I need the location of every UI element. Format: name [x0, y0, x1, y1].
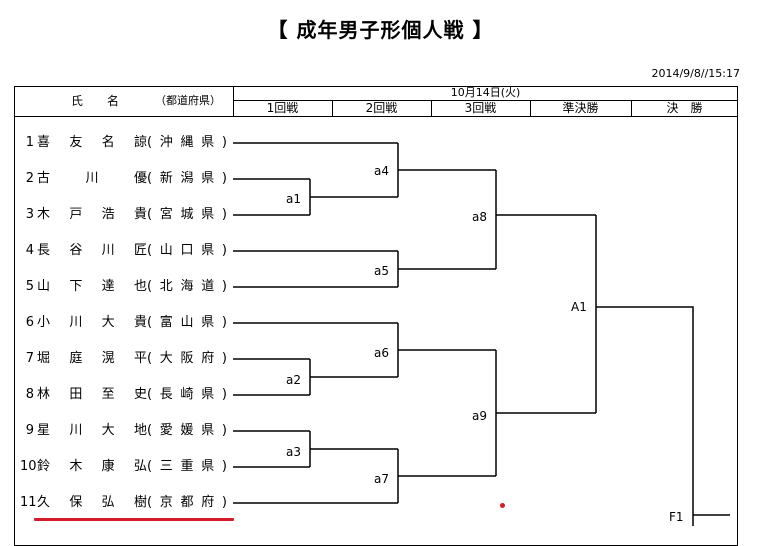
round-header-final: 決 勝: [666, 101, 703, 115]
match-label-a6: a6: [374, 346, 389, 360]
round-header-1: 1回戦: [266, 101, 299, 115]
player-number: 3: [25, 207, 34, 222]
match-label-a1: a1: [286, 192, 301, 206]
match-label-a8: a8: [472, 210, 487, 224]
player-prefecture: (愛媛県): [147, 423, 227, 438]
round-divider-2: [431, 100, 432, 116]
player-name: 星川大地: [37, 423, 147, 438]
player-prefecture: (新潟県): [147, 171, 227, 186]
player-name: 喜友名諒: [37, 135, 147, 150]
match-label-a7: a7: [374, 472, 389, 486]
bracket-lines: [233, 142, 730, 526]
match-A1-out: [596, 306, 694, 526]
player-name: 山下達也: [37, 279, 147, 294]
round-divider-4: [631, 100, 632, 116]
player-row: 10鈴木康弘(三重県): [20, 458, 230, 476]
highlight-underline: [34, 518, 234, 521]
match-label-a2: a2: [286, 373, 301, 387]
match-label-F1: F1: [669, 510, 684, 524]
player-number: 4: [25, 243, 34, 258]
page-title: 【 成年男子形個人戦 】: [267, 18, 494, 42]
round-divider-1: [332, 100, 333, 116]
player-name: 小川大貴: [37, 315, 147, 330]
player-name: 長谷川匠: [37, 243, 147, 258]
player-name: 木戸浩貴: [37, 207, 147, 222]
match-label-a5: a5: [374, 264, 389, 278]
highlight-dot: [500, 503, 505, 508]
match-label-a3: a3: [286, 445, 301, 459]
player-prefecture: (長崎県): [147, 387, 227, 402]
player-prefecture: (大阪府): [147, 351, 227, 366]
player-prefecture: (山口県): [147, 243, 227, 258]
header-divider: [14, 116, 738, 117]
player-prefecture: (三重県): [147, 459, 227, 474]
player-prefecture: (富山県): [147, 315, 227, 330]
round-divider-3: [530, 100, 531, 116]
player-name: 鈴木康弘: [37, 459, 147, 474]
player-number: 1: [25, 135, 34, 150]
player-number: 2: [25, 171, 34, 186]
player-name: 堀庭滉平: [37, 351, 147, 366]
player-number: 5: [25, 279, 34, 294]
player-prefecture: (京都府): [147, 495, 227, 510]
date-divider: [233, 100, 738, 101]
prefecture-column-header: （都道府県）: [155, 94, 221, 107]
name-column-header: 氏 名: [70, 94, 119, 108]
player-number: 7: [25, 351, 34, 366]
player-prefecture: (沖縄県): [147, 135, 227, 150]
match-label-a9: a9: [472, 409, 487, 423]
player-name: 古川優: [37, 171, 147, 186]
player-number: 9: [25, 423, 34, 438]
player-prefecture: (宮城県): [147, 207, 227, 222]
match-label-A1: A1: [571, 300, 587, 314]
player-number: 10: [20, 459, 37, 474]
player-name: 林田至史: [37, 387, 147, 402]
match-label-a4: a4: [374, 164, 389, 178]
round-header-semifinal: 準決勝: [562, 101, 599, 115]
player-prefecture: (北海道): [147, 279, 227, 294]
player-number: 6: [25, 315, 34, 330]
round-header-2: 2回戦: [365, 101, 398, 115]
player-number: 8: [25, 387, 34, 402]
timestamp: 2014/9/8//15:17: [651, 67, 740, 80]
player-number: 11: [20, 495, 37, 510]
player-name: 久保弘樹: [37, 495, 147, 510]
name-col-divider: [233, 86, 234, 116]
round-header-3: 3回戦: [464, 101, 497, 115]
date-header: 10月14日(火): [450, 86, 521, 99]
player-row: 11久保弘樹(京都府): [20, 494, 230, 512]
